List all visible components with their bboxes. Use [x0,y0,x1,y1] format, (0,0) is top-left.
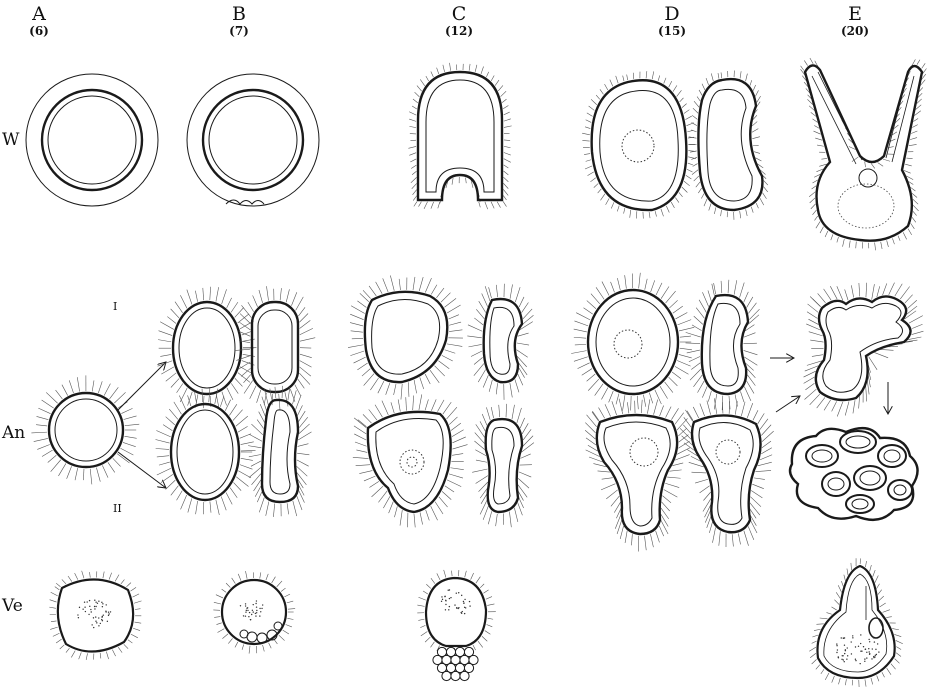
bud-cells [240,622,282,643]
cell-ve-c [417,570,496,681]
stipple-dots [240,600,264,620]
cell-w-b [187,74,319,206]
cell-an-b [155,286,315,517]
cilia-hairs [408,63,511,209]
cilia-hairs [571,273,694,411]
cilia-hairs [689,70,768,219]
cilia-hairs [801,58,927,250]
cell-cluster [790,428,918,520]
cilia-hairs [472,404,534,527]
stipple-dots [77,600,111,629]
cilia-hairs [417,570,496,656]
cilia-hairs [680,398,774,547]
cell-ve-b [213,571,295,654]
cell-w-c [408,63,511,209]
cell-an-c [348,276,534,528]
cilia-hairs [582,71,696,218]
cell-w-a [26,74,158,206]
cell-an-e [790,283,923,520]
cell-w-d [582,70,768,219]
cilia-hairs [809,558,903,687]
cell-an-d [571,273,800,552]
stipple-dots [441,589,471,614]
cell-an-a [31,362,166,488]
cell-w-e [801,58,927,250]
stipple-dots [836,634,879,664]
cilia-hairs [686,280,760,410]
cilia-hairs [49,571,141,660]
cell-ve-a [49,571,141,660]
cell-ve-e [809,558,903,687]
bud-cluster [433,647,478,680]
